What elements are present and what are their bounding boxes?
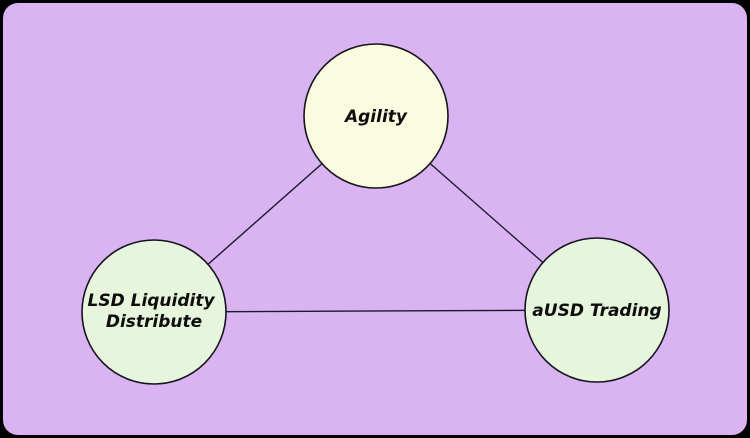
node-lsd-label-line1: LSD Liquidity <box>88 291 216 311</box>
node-ausd-label: aUSD Trading <box>532 301 661 321</box>
node-agility-label: Agility <box>343 107 408 127</box>
node-lsd-liquidity-distribute: LSD Liquidity Distribute <box>81 239 227 385</box>
edge-lsd-to-ausd <box>153 309 598 313</box>
node-agility: Agility <box>303 43 449 189</box>
node-agility-circle <box>303 43 449 189</box>
node-lsd-label: LSD Liquidity Distribute <box>88 291 221 332</box>
node-ausd-trading: aUSD Trading <box>524 237 670 383</box>
node-lsd-circle <box>81 239 227 385</box>
node-ausd-circle <box>524 237 670 383</box>
node-lsd-label-line2: Distribute <box>106 312 202 332</box>
